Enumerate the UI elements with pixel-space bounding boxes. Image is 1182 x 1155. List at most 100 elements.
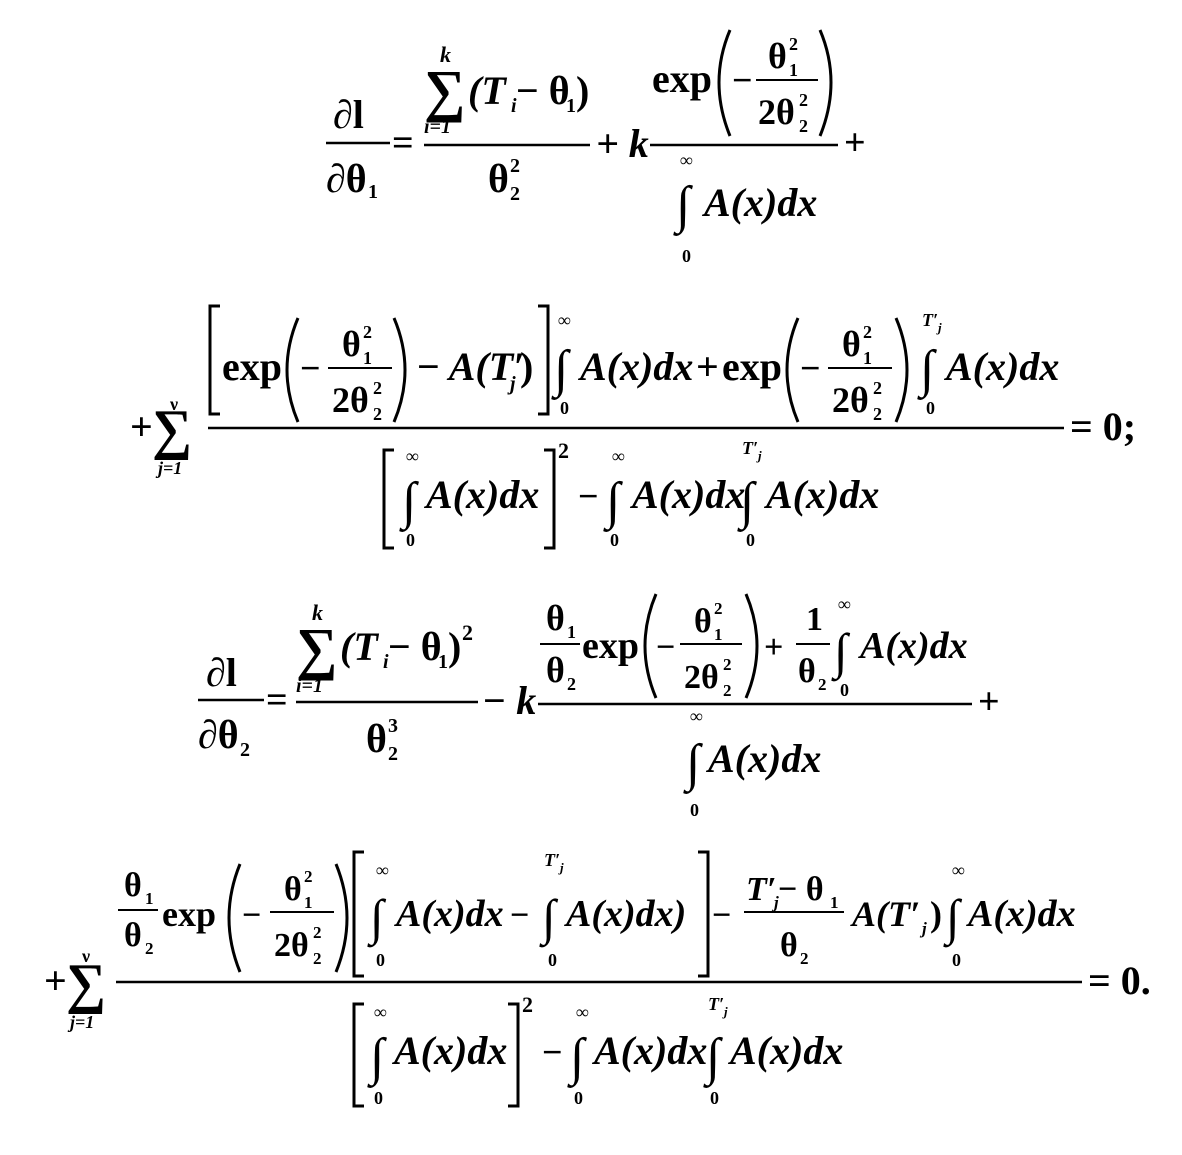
eq3-equals: = bbox=[266, 679, 288, 721]
eq2-den-int3-sign: ∫ bbox=[737, 473, 757, 532]
eq1-exp-fraction: exp − θ 1 2 2θ 2 2 ∞ ∫ 0 A(x)dx bbox=[650, 29, 838, 266]
eq3-den-int-lower: 0 bbox=[690, 800, 699, 820]
eq1-trail: + bbox=[844, 122, 866, 164]
eq4-den-int3-lower: 0 bbox=[710, 1088, 719, 1108]
eq3-lhs-den-sub: 2 bbox=[240, 739, 250, 761]
eq3-bottom-sup: 2 bbox=[723, 655, 732, 674]
eq2-theta2: θ bbox=[842, 324, 861, 364]
eq3-top-sup: 2 bbox=[714, 599, 723, 618]
eq2-den-int3-lower: 0 bbox=[746, 530, 755, 550]
eq2-minus2: − bbox=[800, 348, 821, 388]
eq2-integrand: A(x)dx bbox=[577, 344, 693, 389]
eq2-rbracket bbox=[538, 304, 550, 416]
eq1-top-sup: 2 bbox=[789, 34, 798, 54]
eq1-bottom-sub: 2 bbox=[799, 116, 808, 136]
eq1-lhs-den: ∂θ bbox=[326, 156, 367, 201]
eq2-den-int-sign: ∫ bbox=[399, 473, 419, 532]
eq3-sum-term-rest: − θ bbox=[388, 624, 442, 669]
eq2-theta-sup: 2 bbox=[363, 322, 372, 342]
eq4-int2-lower: 0 bbox=[548, 950, 557, 970]
eq2-integrand2: A(x)dx bbox=[943, 344, 1059, 389]
eq3-one: 1 bbox=[806, 601, 823, 638]
eq4-minus2: − bbox=[510, 897, 529, 934]
eq4-sum-lower: j=1 bbox=[67, 1012, 94, 1032]
eq4-den-int3-upper: T′ bbox=[708, 994, 724, 1014]
eq4-t2-sub: 2 bbox=[145, 939, 154, 958]
eq4-sum-upper: ν bbox=[81, 946, 90, 966]
eq3-plus: + bbox=[764, 629, 783, 666]
eq4-integrand: A(x)dx bbox=[394, 893, 504, 935]
eq3-t1-sub: 1 bbox=[567, 622, 576, 642]
eq3-t1: θ bbox=[546, 598, 565, 638]
eq2-int2-lower: 0 bbox=[926, 398, 935, 418]
eq2-lparen2 bbox=[785, 317, 800, 423]
eq4-two-sub: 2 bbox=[313, 949, 322, 968]
eq2-close: ) bbox=[520, 344, 533, 389]
eq4-frac-top-sub: j bbox=[771, 893, 779, 912]
eq2-den-integrand2: A(x)dx bbox=[629, 472, 745, 517]
eq2-rparen2 bbox=[894, 317, 909, 423]
eq3-top-sub: 1 bbox=[714, 625, 723, 644]
eq2-two2-sup: 2 bbox=[873, 378, 882, 398]
eq2-sum-upper: ν bbox=[169, 394, 178, 414]
eq1-den-sup: 2 bbox=[510, 155, 520, 177]
eq2-theta2-sup: 2 bbox=[863, 322, 872, 342]
eq1-sum-term: (T bbox=[468, 68, 507, 113]
eq2-int-sign: ∫ bbox=[551, 341, 571, 400]
eq4-lead: + bbox=[44, 958, 67, 1003]
eq4-den-integrand3: A(x)dx bbox=[727, 1028, 843, 1073]
eq4-lparen bbox=[227, 863, 242, 973]
eq1-rparen bbox=[818, 29, 833, 137]
eq4-rhs: = 0. bbox=[1088, 958, 1151, 1003]
eq4-frac-top-rest: − θ bbox=[778, 871, 824, 908]
eq3-den-base: θ bbox=[366, 716, 387, 761]
eq2-int2-upper: T′ bbox=[922, 310, 938, 330]
eq2-two-sup: 2 bbox=[373, 378, 382, 398]
eq2-int-lower: 0 bbox=[560, 398, 569, 418]
eq2-lparen bbox=[285, 317, 300, 423]
eq1-sum-term-rest: − θ bbox=[516, 68, 570, 113]
eq3-den-sup: 3 bbox=[388, 715, 398, 737]
eq4-int3-lower: 0 bbox=[952, 950, 961, 970]
eq2-minus: − bbox=[300, 348, 321, 388]
eq4-den-int3-sign: ∫ bbox=[703, 1029, 723, 1088]
eq2-theta2-sub: 1 bbox=[863, 348, 872, 368]
eq4-frac-bot-sub: 2 bbox=[800, 949, 809, 968]
eq4-den-int-lower: 0 bbox=[374, 1088, 383, 1108]
eq3-sum-term-sub2: 1 bbox=[438, 651, 448, 673]
eq1-top: θ bbox=[768, 36, 787, 76]
eq4-den-integrand2: A(x)dx bbox=[591, 1028, 707, 1073]
eq1-lhs-den-sub: 1 bbox=[368, 181, 378, 203]
eq4-frac-bot: θ bbox=[780, 927, 798, 964]
eq4-lbracket bbox=[352, 850, 364, 978]
eq2-den-rbracket bbox=[544, 448, 556, 550]
eq4-numerator: θ 1 θ 2 exp − θ 1 2 2θ 2 2 ∞ ∫ 0 A(x)dx … bbox=[118, 850, 1076, 978]
eq4-sigma: ∑ bbox=[66, 953, 106, 1015]
eq1-coef: + k bbox=[596, 121, 649, 166]
eq2-den-int2-upper: ∞ bbox=[612, 446, 625, 466]
eq1-lhs: ∂l ∂θ 1 bbox=[326, 92, 390, 203]
eq1-sum-term-sub: i bbox=[511, 95, 517, 117]
eq4-den-int2-lower: 0 bbox=[574, 1088, 583, 1108]
eq4-a-t: A(T′ bbox=[850, 894, 920, 934]
eq1-exp: exp bbox=[652, 56, 712, 101]
eq3-den-int-sign: ∫ bbox=[683, 735, 703, 794]
eq3-coef: − k bbox=[482, 678, 536, 723]
eq4-int-sign: ∫ bbox=[367, 889, 387, 948]
eq3-bottom-sub: 2 bbox=[723, 681, 732, 700]
eq4-den-int2-upper: ∞ bbox=[576, 1002, 589, 1022]
eq3-top: θ bbox=[694, 603, 712, 640]
eq4-den-lbracket bbox=[352, 1002, 364, 1108]
eq3-minus: − bbox=[656, 629, 675, 666]
eq2-den-int3-upper: T′ bbox=[742, 438, 758, 458]
eq3-sum-term-sup: 2 bbox=[462, 620, 473, 645]
eq4-int-upper: ∞ bbox=[376, 860, 389, 880]
eq4-den-integrand: A(x)dx bbox=[391, 1028, 507, 1073]
eq4-den-minus: − bbox=[542, 1032, 563, 1072]
eq2-j: j bbox=[507, 373, 516, 395]
eq3-trail: + bbox=[978, 681, 1000, 723]
eq3-sum-upper: k bbox=[312, 600, 323, 625]
eq4-two-sup: 2 bbox=[313, 923, 322, 942]
eq1-int-upper: ∞ bbox=[680, 150, 693, 170]
